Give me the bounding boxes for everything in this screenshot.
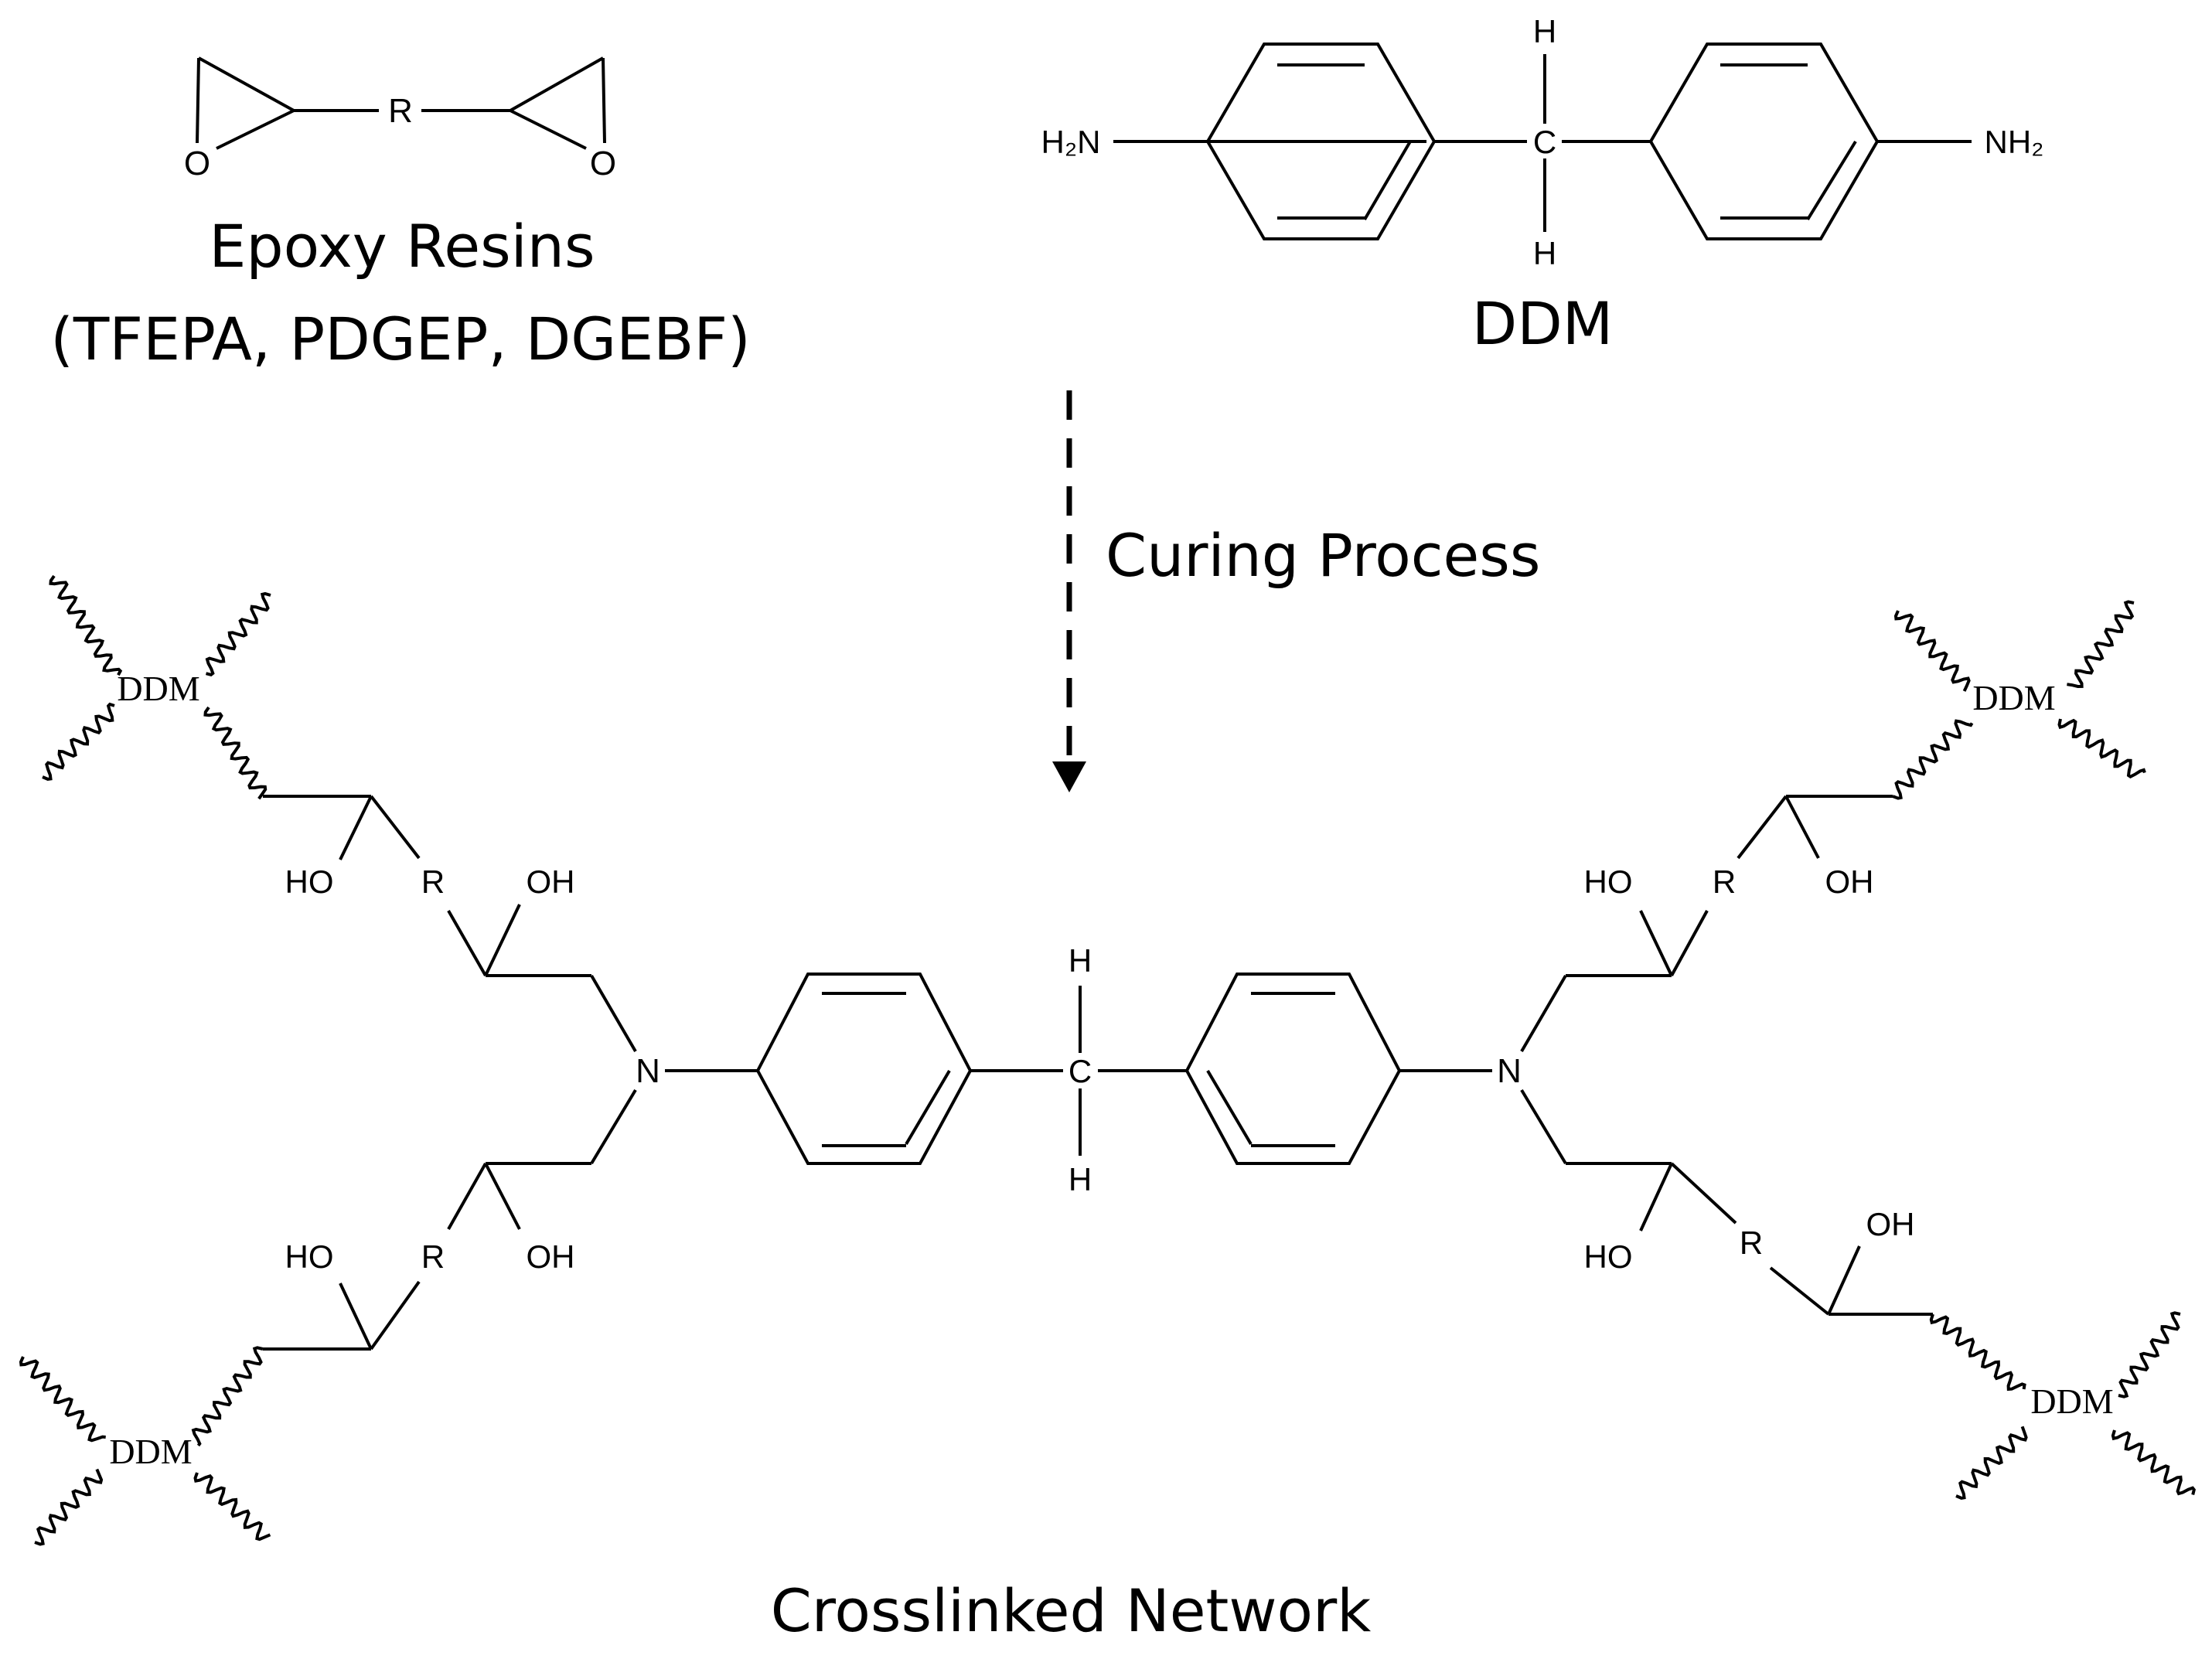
network-label-oh: OH <box>527 1238 575 1275</box>
wavy-bond <box>1892 719 1974 800</box>
ddm-title: DDM <box>1472 289 1614 358</box>
network-label-r: R <box>1713 864 1736 900</box>
ddm-h-bottom: H <box>1533 235 1556 271</box>
network-n-right: N <box>1497 1052 1522 1090</box>
network-ddm-node-top-right: DDM <box>1972 678 2055 717</box>
wavy-bond <box>1893 610 1971 692</box>
network-label-oh: OH <box>527 864 575 900</box>
epoxy-o-right: O <box>590 145 616 182</box>
curing-process-label: Curing Process <box>1106 521 1540 590</box>
ddm-carbon: C <box>1533 124 1556 160</box>
network-center-h-top: H <box>1069 942 1092 979</box>
wavy-bond <box>203 706 268 800</box>
wavy-bond <box>19 1356 106 1443</box>
network-label-ho: HO <box>1584 1238 1633 1275</box>
epoxy-resins-title: Epoxy Resins <box>209 212 595 281</box>
network-ddm-node-bottom-left: DDM <box>109 1432 192 1471</box>
wavy-bond <box>205 591 271 676</box>
wavy-bond <box>2111 1429 2196 1496</box>
wavy-bond <box>2118 1311 2181 1398</box>
network-labels: C H H N N R HO OH R HO OH R HO OH R HO O… <box>109 669 2113 1471</box>
wavy-bond <box>2067 600 2135 689</box>
network-label-oh: OH <box>1825 864 1874 900</box>
epoxy-r-label: R <box>388 92 413 130</box>
network-ddm-node-top-left: DDM <box>117 669 199 708</box>
wavy-bond <box>34 1468 104 1546</box>
epoxy-resins-examples: (TFEPA, PDGEP, DGEBF) <box>50 305 750 373</box>
ddm-amine-left: H₂N <box>1041 124 1101 160</box>
network-label-r: R <box>1740 1225 1763 1261</box>
wavy-bond <box>49 574 123 676</box>
wavy-bond <box>42 702 115 781</box>
network-label-oh: OH <box>1866 1206 1915 1242</box>
epoxy-o-left: O <box>184 145 210 182</box>
network-center-carbon: C <box>1069 1053 1092 1089</box>
wavy-bond <box>1955 1426 2028 1500</box>
wavy-bond <box>2057 718 2146 779</box>
wavy-bond <box>193 1472 271 1541</box>
wavy-bonds <box>19 574 2196 1546</box>
crosslinked-network-title: Crosslinked Network <box>771 1576 1372 1645</box>
network-ddm-node-bottom-right: DDM <box>2030 1381 2113 1421</box>
ddm-h-top: H <box>1533 13 1556 49</box>
network-n-left: N <box>636 1052 660 1090</box>
network-label-ho: HO <box>285 1238 334 1275</box>
network-bonds <box>263 795 1933 1351</box>
epoxy-resin-structure <box>196 56 606 150</box>
ddm-structure <box>1113 43 1972 240</box>
wavy-bond <box>191 1346 264 1447</box>
wavy-bond <box>1929 1313 2026 1392</box>
curing-arrow <box>1052 390 1086 792</box>
network-center-h-bottom: H <box>1069 1161 1092 1197</box>
network-label-r: R <box>421 1238 445 1275</box>
network-label-ho: HO <box>285 864 334 900</box>
ddm-amine-right: NH₂ <box>1985 124 2044 160</box>
network-label-ho: HO <box>1584 864 1633 900</box>
network-label-r: R <box>421 864 445 900</box>
